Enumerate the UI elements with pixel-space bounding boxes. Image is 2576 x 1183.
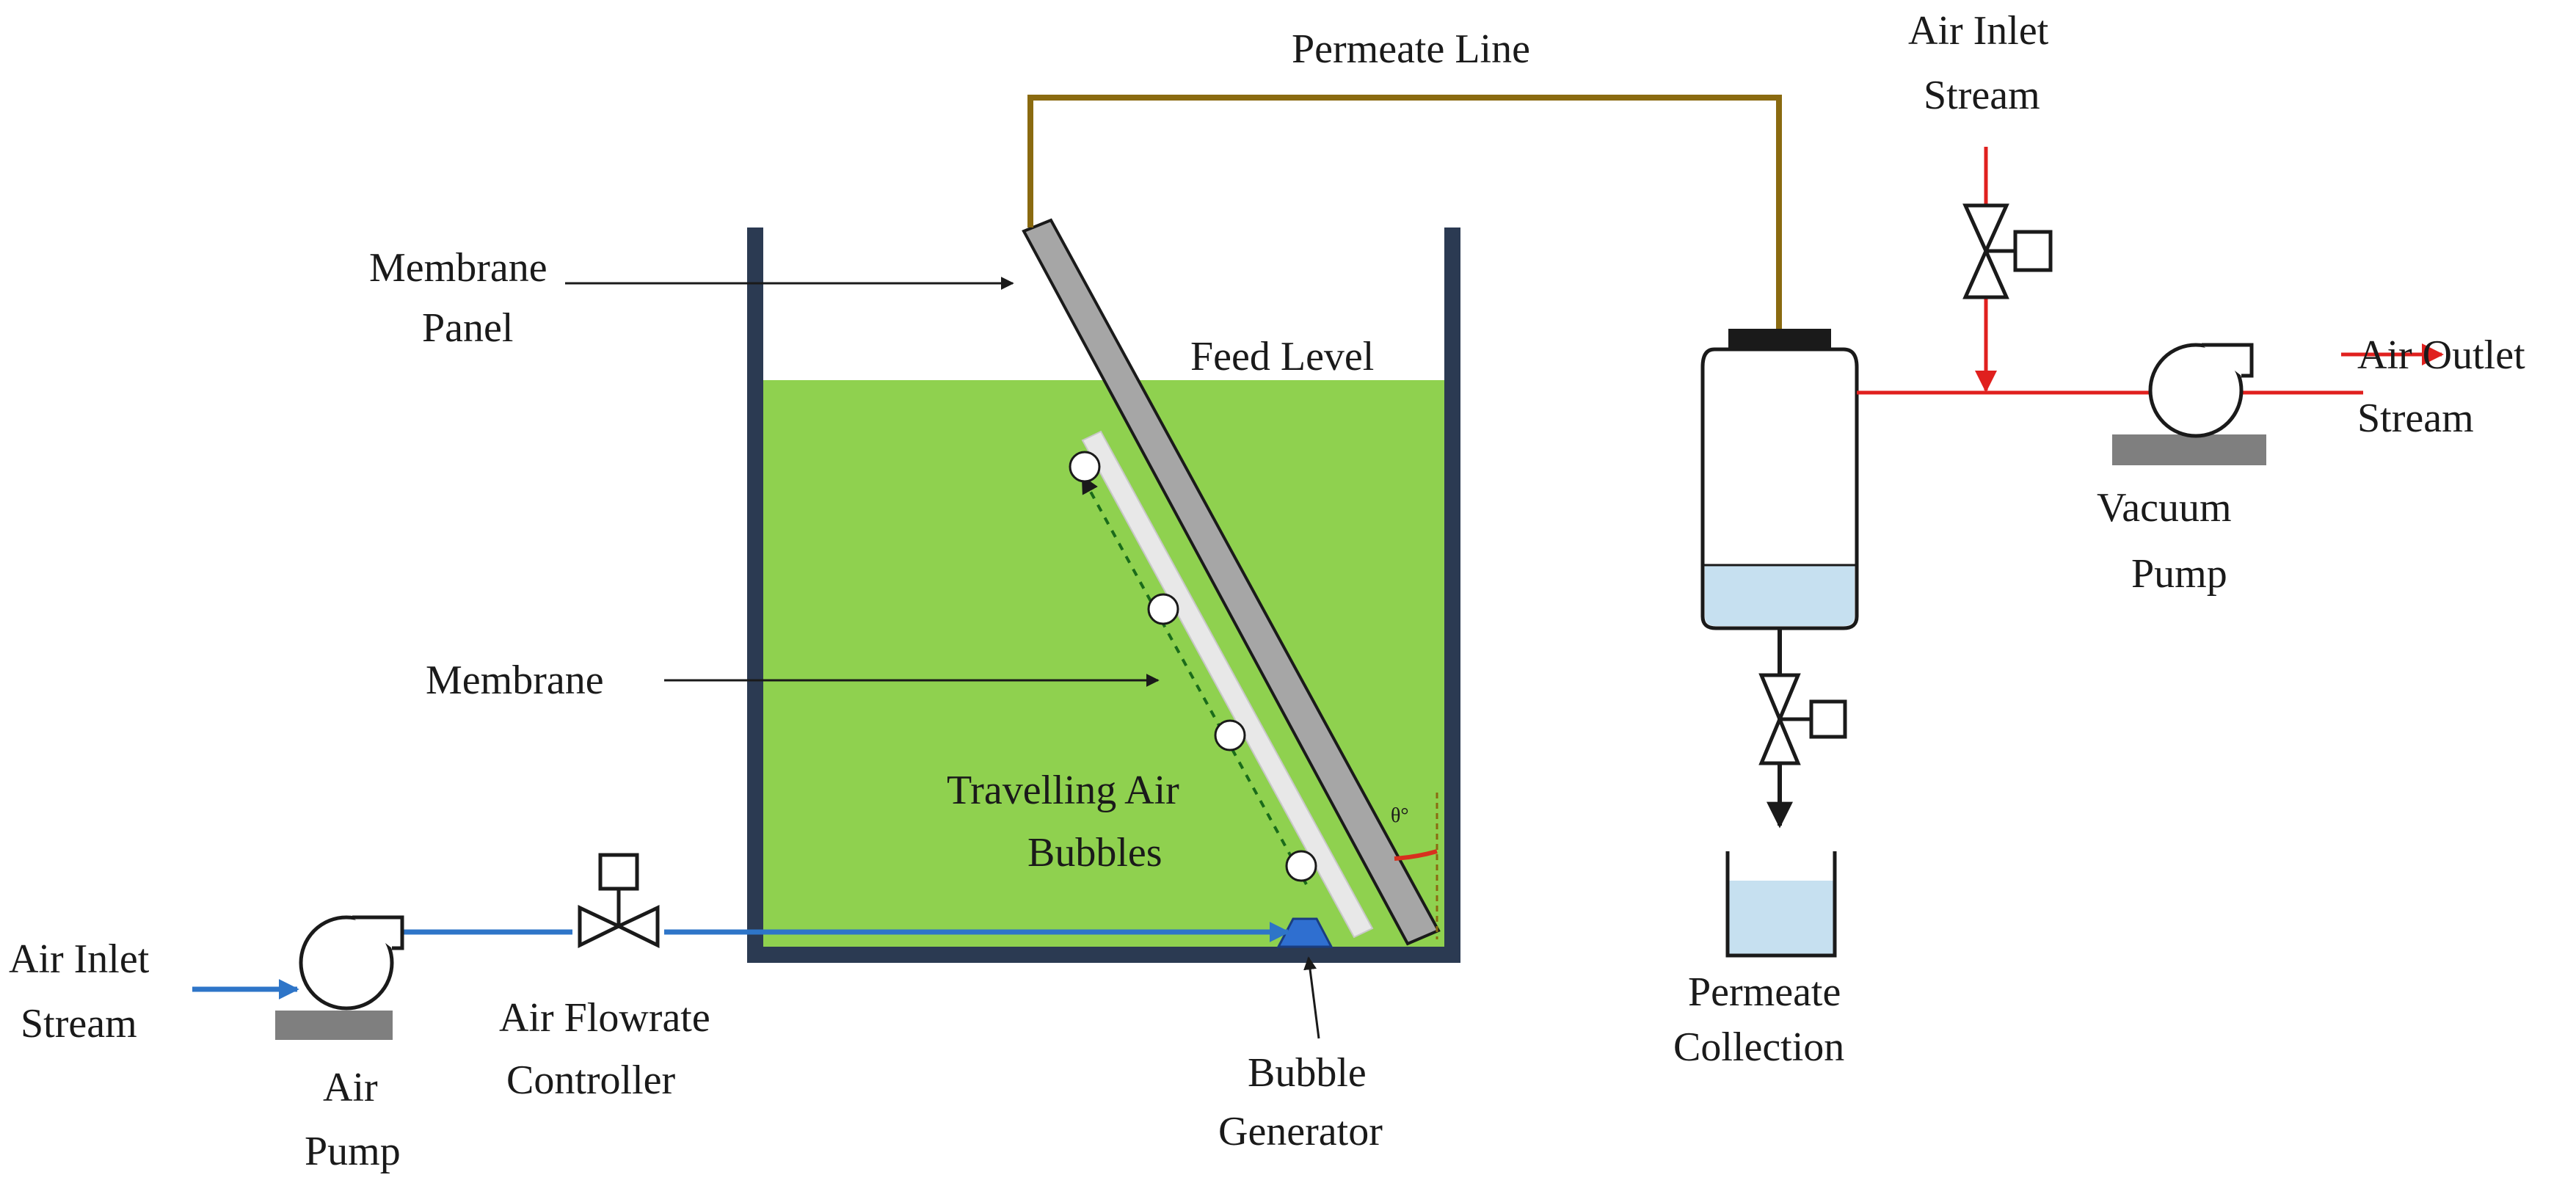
- air-inlet-left-label: Stream: [21, 1001, 137, 1046]
- permeate-outlet-valve: [1758, 628, 1847, 829]
- air-bubble: [1214, 719, 1246, 751]
- air-bubble: [1285, 850, 1317, 882]
- vacuum-air-line: [1857, 147, 2444, 404]
- air-outlet-label: Air Outlet: [2357, 332, 2525, 378]
- membrane-panel: [1022, 218, 1441, 946]
- air-bubble: [1147, 593, 1179, 625]
- bubble-path: [1081, 475, 1308, 885]
- tank-right-wall: [1444, 228, 1460, 961]
- permeate-line: [1027, 95, 1794, 432]
- membrane-label: Membrane: [426, 658, 604, 703]
- tank-left-wall: [747, 228, 763, 961]
- tank-bottom: [747, 947, 1460, 963]
- air-bubble: [1069, 451, 1101, 483]
- permeate-vessel: [1700, 329, 1859, 630]
- air-pump: [275, 915, 404, 1040]
- bubble-generator-label: Generator: [1218, 1109, 1383, 1154]
- air-flowrate-controller: [578, 853, 660, 949]
- travelling-air-bubbles-label: Travelling Air: [947, 768, 1179, 813]
- vacuum-pump-label: Pump: [2131, 551, 2227, 597]
- bubble-generator-label: Bubble: [1248, 1050, 1367, 1096]
- vacuum-pump-label: Vacuum: [2097, 485, 2232, 531]
- permeate-collection-label: Collection: [1673, 1024, 1844, 1070]
- feed-level-label: Feed Level: [1190, 334, 1374, 379]
- vacuum-pump: [2112, 343, 2266, 465]
- travelling-air-bubbles-label: Bubbles: [1027, 830, 1163, 876]
- air-supply-line: [192, 922, 1290, 1000]
- membrane-panel-assembly: [1022, 218, 1441, 946]
- air-inlet-top-label: Air Inlet: [1908, 8, 2049, 54]
- air-pump-label: Air: [323, 1065, 378, 1110]
- permeate-collection-label: Permeate: [1688, 969, 1841, 1015]
- bubble-generator-pointer: [1303, 956, 1320, 1039]
- air-pump-label: Pump: [305, 1129, 401, 1174]
- permeate-line-label: Permeate Line: [1292, 26, 1530, 72]
- membrane-panel-label: Panel: [422, 305, 513, 351]
- angle-theta-label: θ°: [1391, 804, 1409, 827]
- membrane-panel-label: Membrane: [369, 245, 547, 291]
- permeate-liquid: [1705, 565, 1855, 626]
- air-flowrate-controller-label: Air Flowrate: [499, 995, 710, 1041]
- permeate-collection-beaker: [1725, 851, 1837, 958]
- air-inlet-valve: [1962, 203, 2053, 299]
- air-inlet-left-label: Air Inlet: [9, 936, 150, 982]
- air-outlet-label: Stream: [2357, 396, 2474, 441]
- air-inlet-top-label: Stream: [1924, 73, 2040, 118]
- angle-arc: [1394, 849, 1438, 861]
- air-flowrate-controller-label: Controller: [506, 1058, 676, 1103]
- membrane-layer: [1081, 430, 1374, 939]
